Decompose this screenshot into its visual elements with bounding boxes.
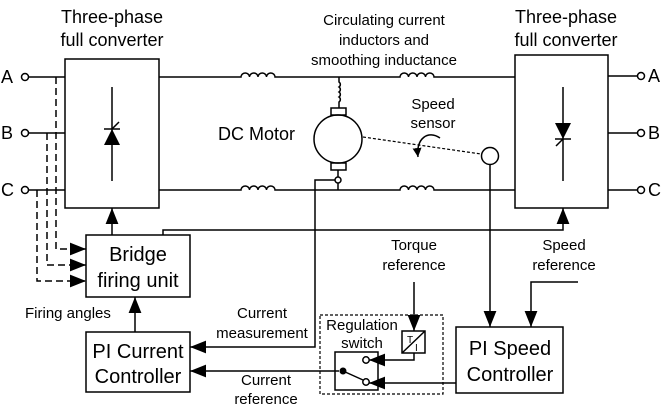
inductor-icon xyxy=(159,72,515,78)
svg-text:inductors and: inductors and xyxy=(339,32,429,49)
svg-text:Current: Current xyxy=(237,305,288,322)
svg-text:C: C xyxy=(648,180,661,200)
svg-text:Bridge: Bridge xyxy=(109,244,167,266)
regulation-switch[interactable] xyxy=(334,351,379,391)
speed-reference-arrow xyxy=(524,281,578,327)
firing-angles-label: Firing angles xyxy=(25,305,111,322)
svg-text:Regulation: Regulation xyxy=(326,317,398,334)
svg-text:Current: Current xyxy=(241,372,292,389)
svg-text:C: C xyxy=(1,180,14,200)
bridge-firing-unit: Bridge firing unit xyxy=(85,234,191,298)
torque-current-arrow xyxy=(369,353,415,367)
motor-label: DC Motor xyxy=(218,124,295,144)
svg-text:full converter: full converter xyxy=(514,30,617,50)
inductors-label: Circulating current inductors and smooth… xyxy=(311,12,457,69)
svg-text:PI Current: PI Current xyxy=(92,341,184,363)
firing-arrow-right xyxy=(162,208,570,235)
svg-text:Speed: Speed xyxy=(411,96,454,113)
current-measurement-line xyxy=(190,179,335,354)
svg-text:A: A xyxy=(1,67,13,87)
svg-text:reference: reference xyxy=(382,257,445,274)
svg-text:T: T xyxy=(407,335,413,346)
left-phase-terminals: A B C xyxy=(1,67,65,200)
svg-text:B: B xyxy=(1,123,13,143)
current-measurement-label: Current measurement xyxy=(216,305,309,342)
field-inductor-icon xyxy=(337,77,342,108)
phase-sync-dashed-lines xyxy=(36,77,86,288)
svg-text:reference: reference xyxy=(532,257,595,274)
motor-icon xyxy=(313,114,363,164)
svg-text:PI Speed: PI Speed xyxy=(469,338,551,360)
regulation-switch-label: Regulation switch xyxy=(326,317,398,352)
svg-text:Circulating current: Circulating current xyxy=(323,12,446,29)
svg-text:A: A xyxy=(648,66,660,86)
dc-motor xyxy=(313,77,363,190)
svg-text:I: I xyxy=(415,343,418,354)
left-converter-title: Three-phase full converter xyxy=(60,7,163,50)
inductor-icon xyxy=(159,185,515,191)
svg-text:sensor: sensor xyxy=(410,115,455,132)
speed-reference-label: Speed reference xyxy=(532,237,595,274)
right-phase-terminals: A B C xyxy=(608,66,661,200)
right-converter-box xyxy=(514,54,609,209)
svg-text:Controller: Controller xyxy=(95,366,182,388)
regulation-switch-box xyxy=(319,314,444,395)
dc-bus-top xyxy=(159,72,515,78)
svg-text:switch: switch xyxy=(341,335,383,352)
svg-text:Three-phase: Three-phase xyxy=(61,7,163,27)
svg-text:measurement: measurement xyxy=(216,325,309,342)
svg-text:Speed: Speed xyxy=(542,237,585,254)
torque-reference-label: Torque reference xyxy=(382,237,445,274)
speed-sensor: Speed sensor xyxy=(362,96,500,166)
svg-text:Three-phase: Three-phase xyxy=(515,7,617,27)
svg-text:smoothing inductance: smoothing inductance xyxy=(311,52,457,69)
svg-text:firing unit: firing unit xyxy=(97,270,179,292)
svg-text:B: B xyxy=(648,123,660,143)
dc-bus-bottom xyxy=(159,185,515,191)
speed-sensor-icon xyxy=(480,146,500,166)
pi-speed-controller: PI Speed Controller xyxy=(455,326,564,394)
thyristor-icon xyxy=(555,123,571,139)
torque-to-current-converter: T I xyxy=(401,330,426,354)
svg-text:full converter: full converter xyxy=(60,30,163,50)
svg-text:Torque: Torque xyxy=(391,237,437,254)
rotation-arrow-icon xyxy=(412,134,441,158)
right-converter-title: Three-phase full converter xyxy=(514,7,617,50)
thyristor-icon xyxy=(104,129,120,145)
svg-text:reference: reference xyxy=(234,391,297,408)
left-converter-box xyxy=(64,58,160,209)
current-reference-label: Current reference xyxy=(234,372,297,408)
pi-current-controller: PI Current Controller xyxy=(85,331,191,393)
svg-text:Controller: Controller xyxy=(467,364,554,386)
